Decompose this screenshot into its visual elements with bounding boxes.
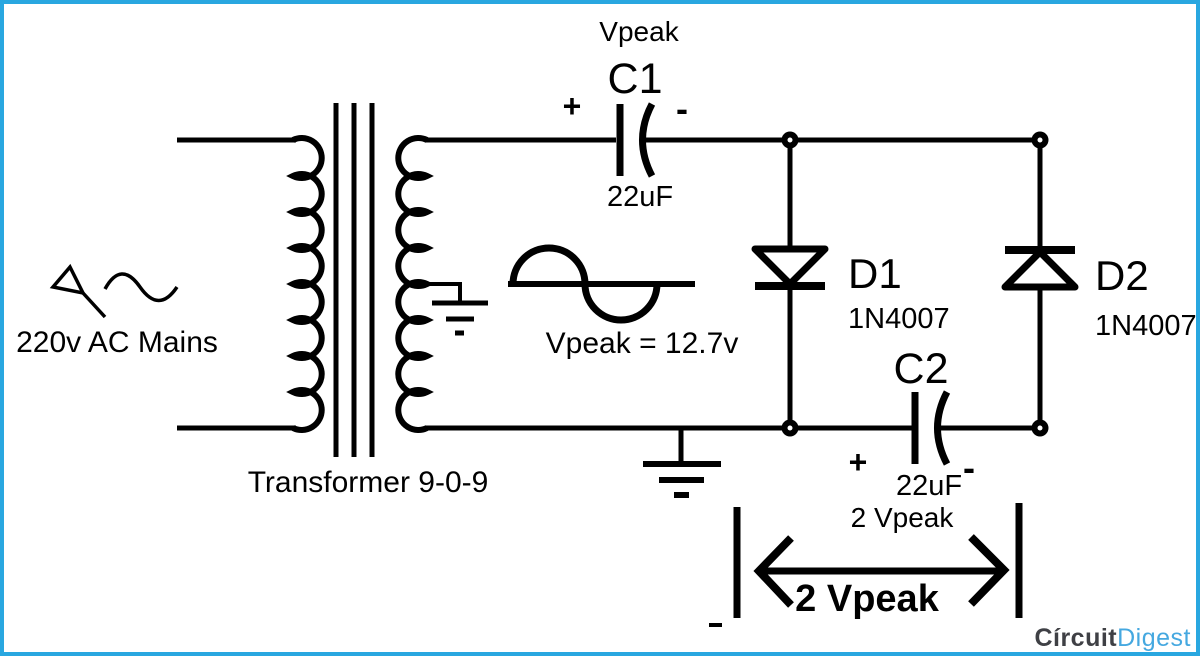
transformer-label: Transformer 9-0-9 — [248, 466, 489, 499]
c2-voltage-label: 2 Vpeak — [851, 502, 955, 533]
c1-minus-sign: - — [676, 88, 688, 129]
junction-dot-center — [1037, 137, 1043, 143]
c1-name-label: C1 — [608, 55, 663, 103]
junction-dot-center — [1037, 425, 1043, 431]
logo-circuit-text: Círcuit — [1034, 624, 1117, 652]
junction-dots — [781, 131, 1049, 437]
c2-name-label: C2 — [894, 345, 949, 393]
c1-vpeak-label: Vpeak — [599, 16, 679, 47]
d2-name-label: D2 — [1095, 252, 1149, 299]
capacitor-c2-symbol — [911, 390, 951, 466]
ground-icon — [643, 428, 721, 498]
junction-dot-center — [787, 425, 793, 431]
output-arrow — [709, 503, 1023, 627]
circuitdigest-logo: CírcuitDigest — [1034, 624, 1191, 652]
ac-source-icon — [49, 263, 179, 319]
c2-value-label: 22uF — [896, 470, 962, 502]
c1-value-label: 22uF — [607, 181, 673, 213]
d2-part-label: 1N4007 — [1095, 310, 1197, 342]
junction-dot-center — [787, 137, 793, 143]
diode-d2-symbol — [1001, 140, 1079, 428]
primary-coil — [286, 135, 325, 433]
output-arrow-label: 2 Vpeak — [795, 578, 940, 620]
logo-digest-text: Digest — [1117, 624, 1191, 652]
transformer-symbol — [177, 103, 488, 457]
d1-part-label: 1N4007 — [848, 303, 950, 335]
ac-mains-label: 220v AC Mains — [16, 326, 218, 359]
c2-minus-sign: - — [963, 447, 975, 488]
d1-name-label: D1 — [848, 250, 902, 297]
secondary-coil — [395, 135, 434, 433]
c2-plus-sign: + — [849, 444, 868, 480]
diode-d1-symbol — [751, 140, 829, 428]
center-tap-ground-icon — [427, 282, 488, 336]
transformer-core — [333, 103, 375, 457]
capacitor-c1-symbol — [616, 102, 656, 178]
c1-plus-sign: + — [563, 88, 582, 124]
sine-wave-icon — [508, 244, 695, 324]
sine-caption-label: Vpeak = 12.7v — [546, 327, 739, 360]
